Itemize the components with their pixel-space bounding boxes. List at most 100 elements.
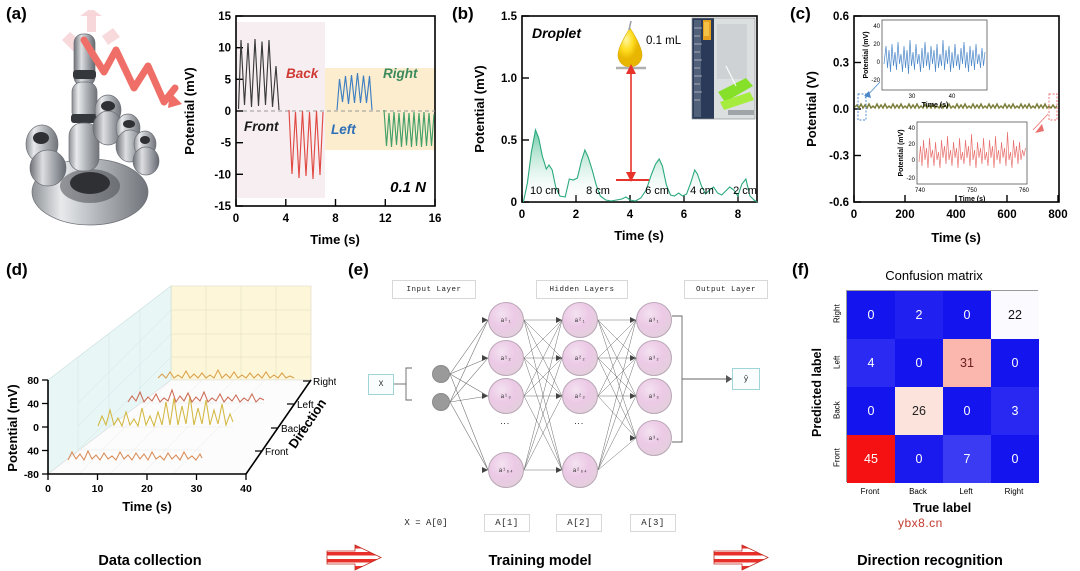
- panel-b-title: Droplet: [532, 25, 582, 41]
- cm-cell-front-left: 7: [943, 435, 991, 483]
- svg-text:0: 0: [519, 209, 525, 221]
- svg-text:600: 600: [997, 209, 1016, 221]
- svg-text:40: 40: [949, 94, 956, 100]
- svg-text:-80: -80: [24, 469, 39, 481]
- cm-row-label-front: Front: [832, 448, 842, 468]
- panel-a-label: (a): [6, 4, 27, 23]
- panel-f: (f) Confusion matrix Predicted label Rig…: [788, 258, 1080, 533]
- hidden1-ellipsis: ⋮: [500, 419, 511, 428]
- svg-text:Potential (mV): Potential (mV): [6, 384, 20, 471]
- output-variable-box: ŷ: [732, 368, 760, 390]
- hidden1-node-2: a¹₂: [488, 340, 524, 376]
- dir-tick-front: Front: [265, 447, 289, 458]
- svg-text:8: 8: [735, 209, 742, 221]
- output-node-1: a³₁: [636, 302, 672, 338]
- svg-text:30: 30: [191, 483, 203, 495]
- output-node-3: a³₃: [636, 378, 672, 414]
- dir-tick-left: Left: [297, 400, 314, 411]
- panel-d-label: (d): [6, 260, 28, 279]
- svg-text:4: 4: [627, 209, 634, 221]
- distance-label-2: 6 cm: [645, 185, 669, 197]
- matrix-label-1: A[1]: [484, 514, 530, 532]
- series-label-right: Right: [383, 66, 418, 81]
- hidden1-node-3: a¹₃: [488, 378, 524, 414]
- series-label-front: Front: [244, 119, 279, 134]
- svg-text:Time (s): Time (s): [614, 228, 664, 243]
- dir-tick-right: Right: [313, 377, 336, 388]
- cm-cell-back-back: 26: [895, 387, 943, 435]
- hidden2-node-1: a²₁: [562, 302, 598, 338]
- series-label-left: Left: [331, 122, 356, 137]
- svg-text:Time (s): Time (s): [122, 499, 172, 514]
- input-layer-label: Input Layer: [392, 280, 476, 299]
- svg-text:Potential (mV): Potential (mV): [898, 129, 905, 176]
- trace-right: [157, 368, 295, 379]
- distance-label-0: 10 cm: [530, 185, 560, 197]
- svg-text:0: 0: [45, 483, 51, 495]
- svg-text:4: 4: [283, 213, 290, 225]
- svg-text:0: 0: [233, 213, 239, 225]
- svg-text:-15: -15: [214, 201, 231, 213]
- svg-text:-20: -20: [871, 78, 880, 84]
- matrix-label-3: A[3]: [630, 514, 676, 532]
- svg-text:Time (s): Time (s): [922, 102, 949, 109]
- cm-cell-left-right: 0: [991, 339, 1039, 387]
- cm-row-label-back: Back: [832, 401, 842, 419]
- svg-text:16: 16: [429, 213, 442, 225]
- panel-c-label: (c): [790, 4, 811, 23]
- svg-text:760: 760: [1019, 188, 1030, 194]
- footer-step-direction-recognition: Direction recognition: [857, 553, 1003, 569]
- cm-col-label-front: Front: [860, 486, 880, 496]
- svg-text:-10: -10: [214, 169, 231, 181]
- svg-text:0.3: 0.3: [833, 58, 849, 70]
- series-label-back: Back: [286, 66, 320, 81]
- cm-cell-right-left: 0: [943, 291, 991, 339]
- true-label-axis: True label: [912, 501, 972, 515]
- svg-text:0.5: 0.5: [501, 135, 518, 147]
- footer-step-training-model: Training model: [488, 553, 592, 569]
- svg-text:0: 0: [851, 209, 857, 221]
- svg-text:1.5: 1.5: [501, 11, 518, 23]
- svg-text:30: 30: [909, 94, 916, 100]
- svg-text:40: 40: [240, 483, 252, 495]
- svg-text:1.0: 1.0: [501, 73, 517, 85]
- cm-cell-right-back: 2: [895, 291, 943, 339]
- trace-back: [97, 395, 234, 428]
- svg-text:10: 10: [218, 43, 231, 55]
- svg-text:Time (s): Time (s): [310, 232, 360, 247]
- svg-text:-20: -20: [906, 176, 915, 182]
- svg-text:750: 750: [967, 188, 978, 194]
- hidden2-ellipsis: ⋮: [574, 419, 585, 428]
- cm-cell-front-right: 0: [991, 435, 1039, 483]
- distance-label-4: 2 cm: [733, 185, 757, 197]
- cm-cell-back-left: 0: [943, 387, 991, 435]
- confusion-matrix-title: Confusion matrix: [885, 268, 983, 283]
- input-node-1: [432, 365, 450, 383]
- svg-text:0: 0: [225, 106, 231, 118]
- svg-text:-0.3: -0.3: [829, 151, 849, 163]
- panel-e: (e) Input Layer Hidden Layers Output Lay…: [340, 258, 788, 533]
- trace-left: [127, 388, 265, 404]
- nn-connections: [394, 315, 732, 473]
- cm-cell-front-front: 45: [847, 435, 895, 483]
- panel-f-label: (f): [792, 260, 809, 279]
- cm-cell-back-right: 3: [991, 387, 1039, 435]
- striped-right-arrow-icon-2: [713, 544, 769, 571]
- svg-text:400: 400: [946, 209, 965, 221]
- svg-text:0: 0: [912, 158, 916, 164]
- input-variable-box: X: [368, 374, 394, 395]
- svg-text:6: 6: [681, 209, 687, 221]
- trace-front: [67, 449, 203, 462]
- svg-text:20: 20: [908, 142, 915, 148]
- svg-text:2: 2: [573, 209, 579, 221]
- svg-text:80: 80: [27, 375, 39, 387]
- svg-text:40: 40: [873, 24, 880, 30]
- cm-cell-left-back: 0: [895, 339, 943, 387]
- svg-text:Potential (mV): Potential (mV): [472, 65, 487, 152]
- distance-label-1: 8 cm: [586, 185, 610, 197]
- cm-row-label-right: Right: [832, 304, 842, 324]
